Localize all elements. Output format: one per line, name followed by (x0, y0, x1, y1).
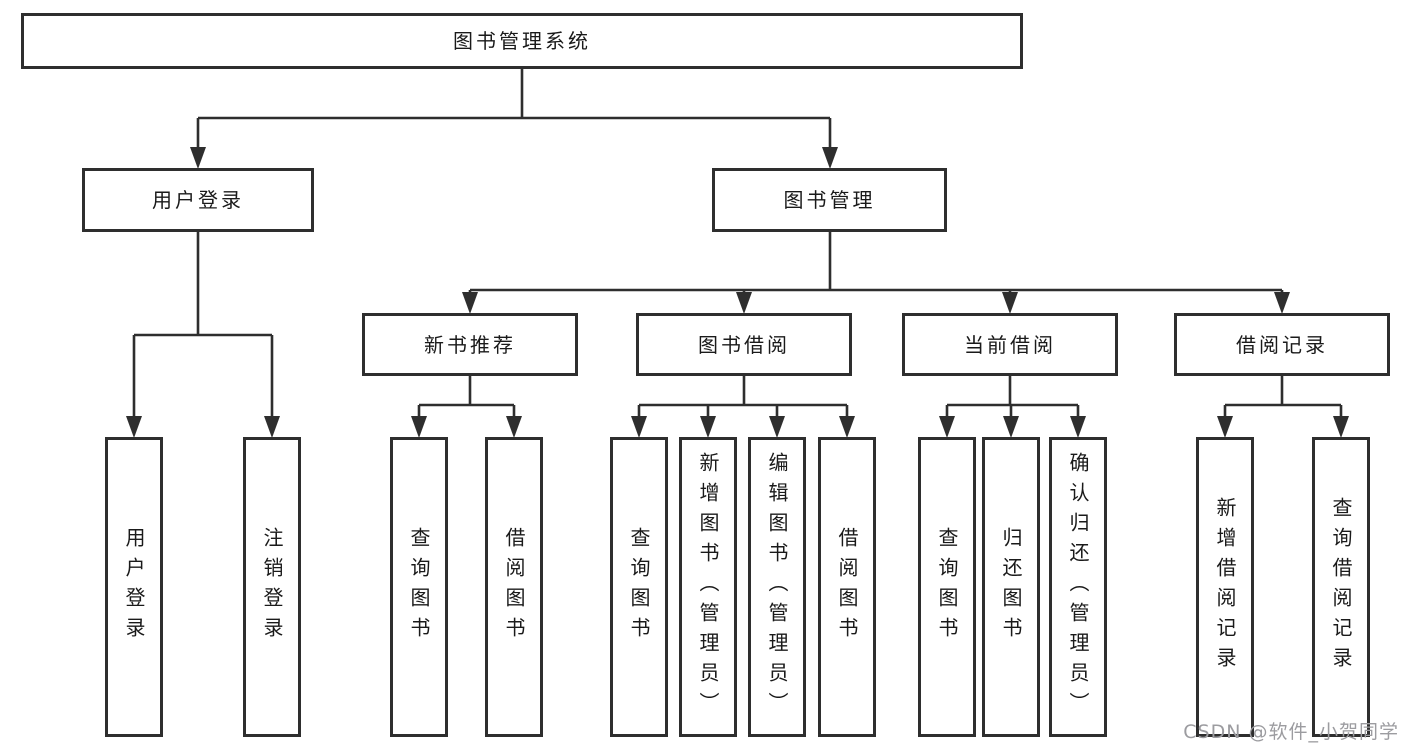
node-label: 图书借阅 (698, 332, 790, 357)
leaf-logout: 注销登录 (243, 437, 301, 737)
node-book-management: 图书管理 (712, 168, 947, 232)
node-label: 查询借阅记录 (1329, 497, 1353, 677)
leaf-user-login: 用户登录 (105, 437, 163, 737)
leaf-query-borrow-record: 查询借阅记录 (1312, 437, 1370, 737)
node-label: 新增图书（管理员） (696, 452, 720, 722)
csdn-watermark: CSDN @软件_小贺同学 (1183, 721, 1399, 743)
leaf-confirm-return-admin: 确认归还（管理员） (1049, 437, 1107, 737)
node-label: 编辑图书（管理员） (765, 452, 789, 722)
leaf-borrow-books-recommend: 借阅图书 (485, 437, 543, 737)
connector-stems (132, 69, 1343, 417)
leaf-query-books-borrowing: 查询图书 (610, 437, 668, 737)
arrowheads (126, 147, 1349, 438)
node-book-borrowing: 图书借阅 (636, 313, 852, 376)
node-label: 确认归还（管理员） (1066, 452, 1090, 722)
leaf-borrow-books: 借阅图书 (818, 437, 876, 737)
node-label: 当前借阅 (964, 332, 1056, 357)
node-label: 新书推荐 (424, 332, 516, 357)
node-library-management-system: 图书管理系统 (21, 13, 1023, 69)
node-label: 用户登录 (122, 527, 146, 647)
leaf-add-borrow-record: 新增借阅记录 (1196, 437, 1254, 737)
node-new-book-recommendation: 新书推荐 (362, 313, 578, 376)
node-current-borrowing: 当前借阅 (902, 313, 1118, 376)
node-borrow-records: 借阅记录 (1174, 313, 1390, 376)
node-user-login: 用户登录 (82, 168, 314, 232)
node-label: 借阅图书 (502, 527, 526, 647)
leaf-query-books-current: 查询图书 (918, 437, 976, 737)
node-label: 借阅记录 (1236, 332, 1328, 357)
node-label: 图书管理 (783, 188, 876, 212)
leaf-add-books-admin: 新增图书（管理员） (679, 437, 737, 737)
leaf-edit-books-admin: 编辑图书（管理员） (748, 437, 806, 737)
node-label: 查询图书 (627, 527, 651, 647)
node-label: 用户登录 (152, 188, 244, 212)
node-label: 查询图书 (935, 527, 959, 647)
node-label: 新增借阅记录 (1213, 497, 1237, 677)
node-label: 归还图书 (999, 527, 1023, 647)
leaf-return-books: 归还图书 (982, 437, 1040, 737)
node-label: 借阅图书 (835, 527, 859, 647)
node-label: 注销登录 (260, 527, 284, 647)
node-label: 图书管理系统 (453, 29, 591, 53)
node-label: 查询图书 (407, 527, 431, 647)
leaf-query-books-recommend: 查询图书 (390, 437, 448, 737)
